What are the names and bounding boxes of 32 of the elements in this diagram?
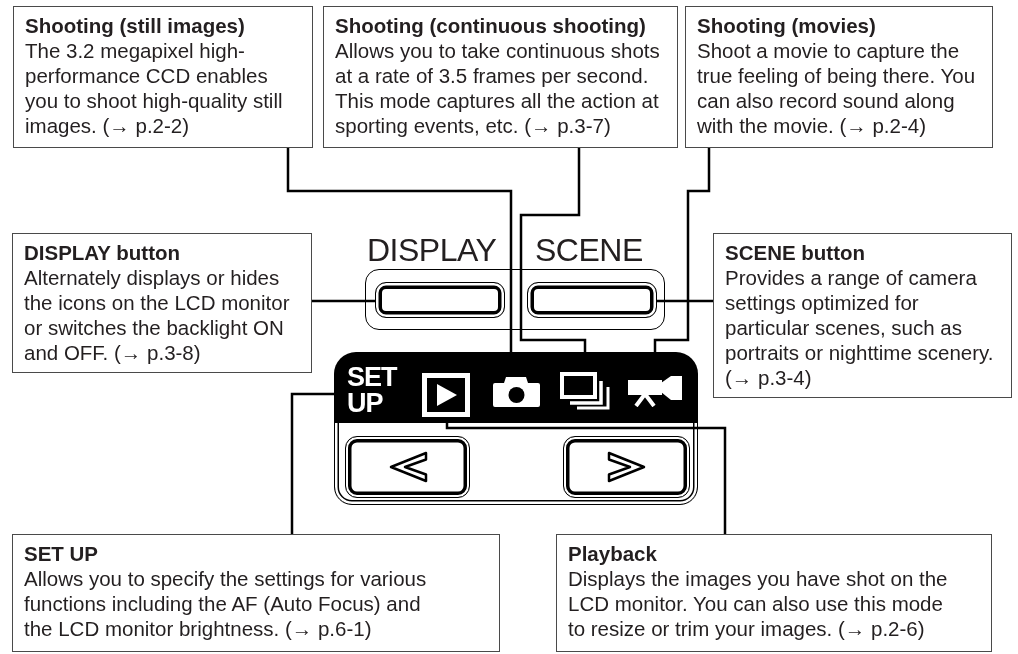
callout-title: Playback — [568, 541, 658, 566]
callout-text: Displays the images you have shot on the LCD monitor. You can also use this mode to resize or trim your images. (→ p.2-6) — [568, 566, 949, 641]
camera-icon — [493, 377, 540, 407]
callout-box — [323, 6, 678, 148]
button-label: DISPLAY — [367, 234, 497, 266]
callout-box — [12, 534, 500, 652]
callout-text: Allows you to specify the settings for various functions including the AF (Auto Focus) and the LCD monitor brightness. (→ p.6-1) — [24, 566, 428, 641]
movie-camera-icon — [628, 373, 682, 407]
button-label: SCENE — [535, 234, 643, 266]
leader-line — [657, 299, 713, 303]
callout-box — [685, 6, 993, 148]
play-icon — [422, 373, 470, 417]
callout-text: Allows you to take continuous shots at a rate of 3.5 frames per second. This mode captures all the action at sporting events, etc. (→ p.3-7) — [335, 38, 661, 138]
callout-text: Alternately displays or hides the icons on the LCD monitor or switches the backlight ON and OFF. (→ p.3-8) — [24, 265, 291, 365]
callout-title: SCENE button — [725, 240, 867, 265]
callout-title: SET UP — [24, 541, 100, 566]
callout-title: DISPLAY button — [24, 240, 182, 265]
callout-box — [556, 534, 992, 652]
callout-title: Shooting (movies) — [697, 13, 877, 38]
callout-box — [12, 233, 312, 373]
push-button — [375, 282, 505, 318]
callout-text: Shoot a movie to capture the true feeling of being there. You can also record sound along with the movie. (→ p.2-4) — [697, 38, 977, 138]
callout-text: Provides a range of camera settings optimized for particular scenes, such as portraits or nighttime scenery. (→ p.3-4) — [725, 265, 995, 390]
callout-box — [13, 6, 313, 148]
callout-text: The 3.2 megapixel high-performance CCD enables you to shoot high-quality still images. (→ p.2-2) — [25, 38, 284, 138]
callout-box — [713, 233, 1012, 398]
callout-title: Shooting (still images) — [25, 13, 246, 38]
push-button — [527, 282, 657, 318]
callout-title: Shooting (continuous shooting) — [335, 13, 647, 38]
mode-label: SET UP — [347, 364, 403, 416]
leader-line — [312, 299, 375, 303]
stacked-frames-icon — [560, 372, 610, 410]
